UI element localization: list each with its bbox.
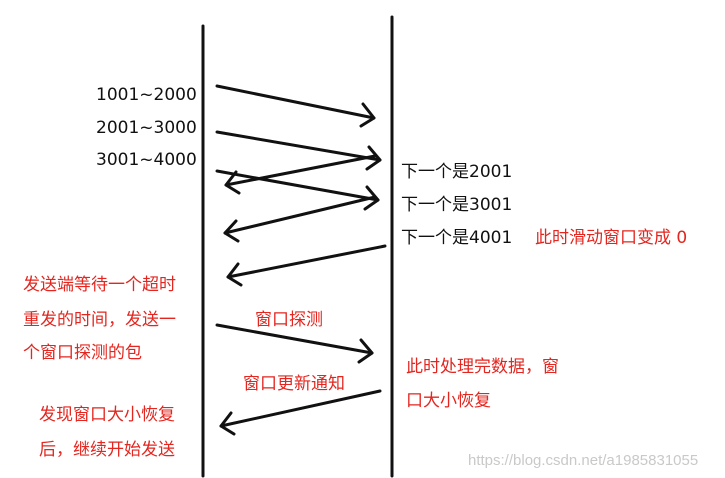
resume-note-line-1: 发现窗口大小恢复 — [39, 405, 175, 425]
ack-label-3001: 下一个是3001 — [401, 195, 513, 215]
ack-label-4001: 下一个是4001 — [401, 228, 513, 248]
sender-wait-note-line-2: 重发的时间，发送一 — [23, 310, 176, 330]
sender-wait-note-line-1: 发送端等待一个超时 — [23, 275, 176, 295]
window-probe-label: 窗口探测 — [255, 310, 323, 330]
resume-note-line-2: 后，继续开始发送 — [39, 440, 175, 460]
window-probe-arrow — [215, 323, 374, 364]
window-update-label: 窗口更新通知 — [243, 374, 345, 394]
watermark: https://blog.csdn.net/a1985831055 — [468, 452, 699, 469]
receiver-done-note-line-1: 此时处理完数据，窗 — [406, 357, 559, 377]
ack-arrow-1 — [224, 154, 377, 195]
receiver-done-note-line-2: 口大小恢复 — [406, 391, 491, 411]
window-update-arrow — [219, 389, 382, 436]
segment-label-1001-2000: 1001~2000 — [96, 85, 197, 105]
segment-arrow-1 — [215, 84, 376, 128]
ack-arrow-3 — [226, 244, 387, 287]
segment-arrow-3 — [215, 169, 380, 211]
segment-label-2001-3000: 2001~3000 — [96, 118, 197, 138]
sender-wait-note-line-3: 个窗口探测的包 — [23, 343, 142, 363]
ack-label-2001: 下一个是2001 — [401, 162, 513, 182]
ack-arrow-2 — [223, 195, 377, 243]
segment-arrow-2 — [215, 130, 382, 171]
segment-label-3001-4000: 3001~4000 — [96, 150, 197, 170]
window-zero-note: 此时滑动窗口变成 0 — [535, 228, 688, 248]
